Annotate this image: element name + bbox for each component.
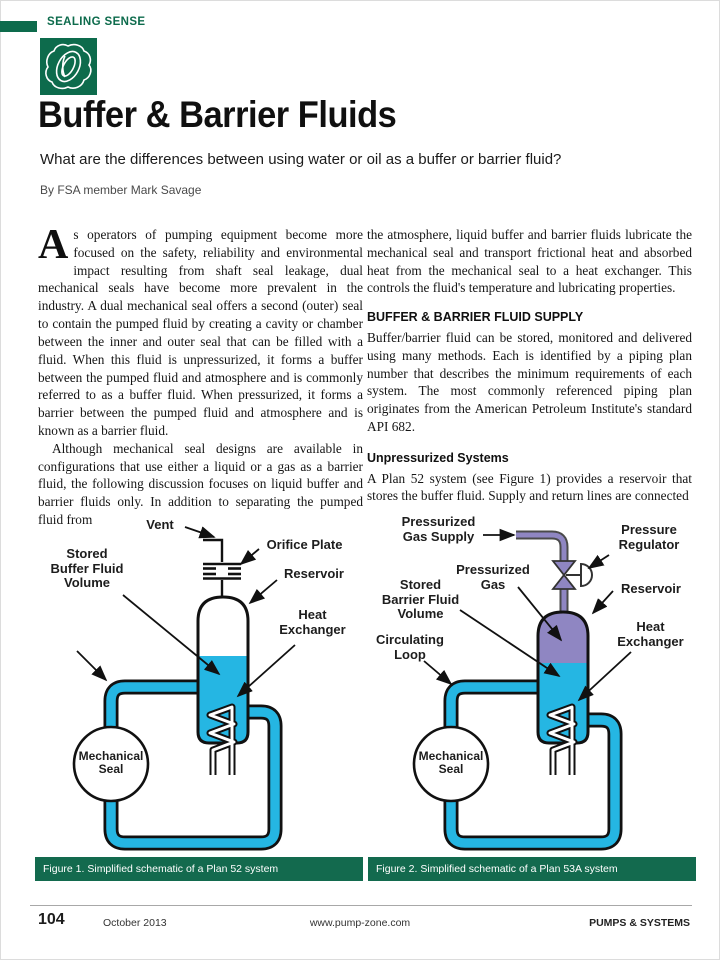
label-circulating-loop: Circulating Loop <box>376 632 444 662</box>
paragraph-text: s operators of pumping equipment become … <box>38 227 363 438</box>
label-pressure-regulator: Pressure Regulator <box>618 522 680 552</box>
figure2-diagram <box>412 528 632 851</box>
paragraph: Although mechanical seal designs are ava… <box>38 440 363 527</box>
article-byline: By FSA member Mark Savage <box>40 183 202 197</box>
figure1-diagram <box>72 526 296 851</box>
orifice-plate-symbol <box>203 562 241 580</box>
pipe-loop <box>103 679 283 851</box>
page-number: 104 <box>38 911 65 928</box>
sub-section-heading: Unpressurized Systems <box>367 450 509 465</box>
annotation-arrows <box>423 528 632 702</box>
mechanical-seal-circle <box>412 725 490 803</box>
heat-exchanger-coil <box>206 703 238 775</box>
figure1-caption: Figure 1. Simplified schematic of a Plan… <box>35 857 363 881</box>
kicker-accent-bar <box>0 21 37 32</box>
paragraph: A Plan 52 system (see Figure 1) provides… <box>367 470 692 504</box>
reservoir-outline <box>536 610 590 745</box>
figure2-caption: Figure 2. Simplified schematic of a Plan… <box>368 857 696 881</box>
vent-pipe <box>203 538 224 598</box>
mechanical-seal-circle <box>72 725 150 803</box>
label-orifice-plate: Orifice Plate <box>266 537 343 552</box>
label-heat-exchanger: Heat Exchanger <box>279 607 346 637</box>
section-heading: BUFFER & BARRIER FLUID SUPPLY <box>367 310 584 325</box>
seal-logo-icon <box>45 43 92 90</box>
footer-divider <box>30 905 692 906</box>
paragraph: Buffer/barrier fluid can be stored, moni… <box>367 330 692 435</box>
fsa-seal-logo <box>40 38 97 95</box>
figure-2: Pressurized Gas Supply Pressure Regulato… <box>368 505 696 885</box>
reservoir-outline <box>196 595 250 745</box>
footer-date: October 2013 <box>103 917 167 929</box>
page-title: Buffer & Barrier Fluids <box>38 94 397 135</box>
label-pressurized-gas: Pressurized Gas <box>456 562 530 592</box>
label-heat-exchanger: Heat Exchanger <box>617 619 684 649</box>
label-stored-barrier-fluid-volume: Stored Barrier Fluid Volume <box>381 577 460 622</box>
annotation-arrows <box>76 526 296 698</box>
label-pressurized-gas-supply: Pressurized Gas Supply <box>401 514 476 544</box>
pressure-regulator-icon <box>580 562 593 588</box>
heat-exchanger-coil <box>546 703 578 775</box>
article-subtitle: What are the differences between using w… <box>40 151 562 168</box>
label-mechanical-seal: Mechanical Seal <box>418 749 484 777</box>
label-reservoir: Reservoir <box>284 566 344 581</box>
body-column-right: the atmosphere, liquid buffer and barrie… <box>367 226 692 505</box>
label-reservoir: Reservoir <box>621 581 681 596</box>
figure-1: Vent Orifice Plate Stored Buffer Fluid V… <box>35 505 363 885</box>
valve-icon <box>551 560 581 590</box>
section-kicker: SEALING SENSE <box>47 16 146 28</box>
drop-cap: A <box>38 222 69 268</box>
label-mechanical-seal: Mechanical Seal <box>78 749 144 777</box>
pipe-loop <box>443 679 623 851</box>
label-stored-buffer-fluid-volume: Stored Buffer Fluid Volume <box>50 546 124 591</box>
label-vent: Vent <box>146 517 174 532</box>
paragraph: the atmosphere, liquid buffer and barrie… <box>367 227 692 296</box>
footer-website: www.pump-zone.com <box>309 917 411 929</box>
footer-magazine-name: PUMPS & SYSTEMS <box>589 917 690 929</box>
